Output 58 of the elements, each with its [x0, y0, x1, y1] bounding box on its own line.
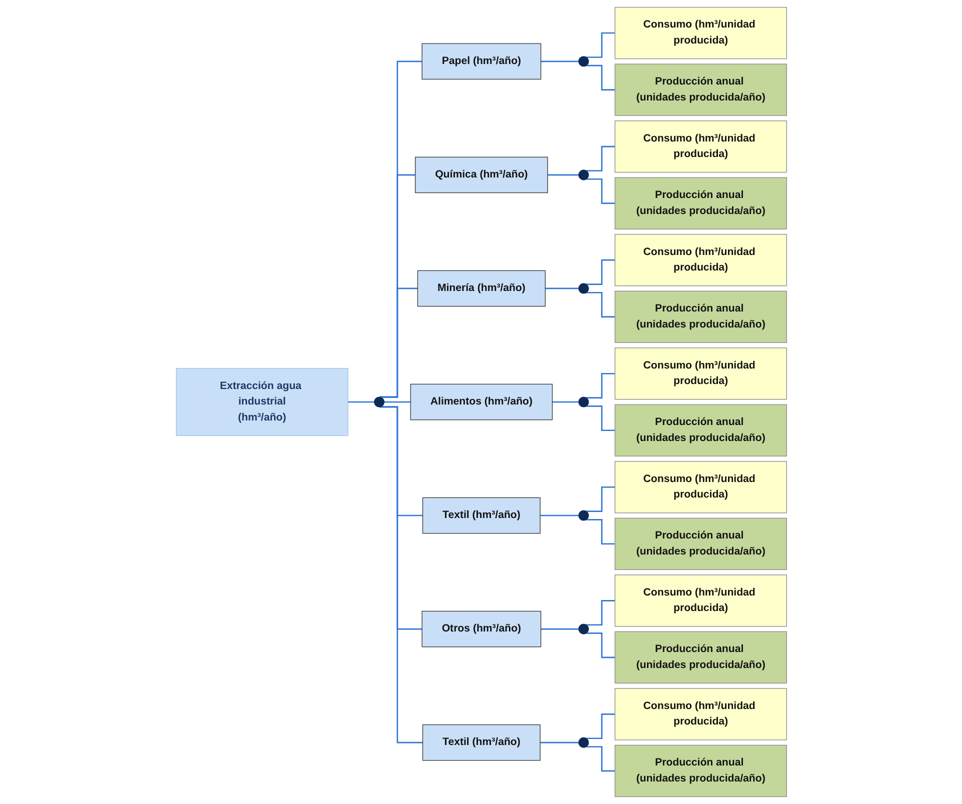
connector	[586, 406, 616, 432]
node-box: Otros (hm³/año)	[421, 610, 541, 648]
connector	[586, 746, 616, 772]
node-circle	[578, 624, 588, 634]
node-circle	[578, 510, 588, 521]
node-box: Producción anual (unidades producida/año)	[614, 177, 786, 230]
connector	[379, 174, 416, 398]
node-box: Producción anual (unidades producida/año)	[614, 518, 786, 570]
node-box: Producción anual (unidades producida/año)	[614, 64, 786, 116]
connector	[586, 600, 616, 626]
node-circle	[578, 737, 588, 748]
connector	[586, 292, 616, 318]
connector	[380, 288, 418, 398]
connector	[586, 714, 616, 740]
node-box: Producción anual (unidades producida/año)	[614, 290, 786, 343]
node-circle	[578, 170, 588, 180]
connector	[586, 486, 616, 512]
node-circle	[374, 396, 384, 408]
connector	[380, 406, 423, 516]
connector	[586, 259, 616, 285]
node-box: Minería (hm³/año)	[416, 270, 546, 307]
node-box: Textil (hm³/año)	[422, 497, 540, 534]
node-circle	[578, 396, 588, 408]
node-box: Alimentos (hm³/año)	[410, 384, 552, 420]
connector	[586, 178, 616, 204]
connector	[384, 401, 411, 403]
node-circle	[578, 56, 588, 67]
connector	[540, 628, 579, 630]
connector	[540, 60, 579, 62]
connector	[586, 519, 616, 545]
node-box: Consumo (hm³/unidad producida)	[614, 461, 786, 514]
connector	[379, 406, 423, 744]
node-box: Papel (hm³/año)	[421, 43, 541, 80]
connector	[540, 742, 579, 744]
node-box: Textil (hm³/año)	[422, 724, 540, 761]
node-box: Consumo (hm³/unidad producida)	[614, 120, 786, 173]
connector	[540, 514, 579, 516]
connector	[347, 401, 374, 403]
connector	[586, 32, 616, 58]
node-box: Consumo (hm³/unidad producida)	[614, 234, 786, 286]
node-box: Química (hm³/año)	[414, 156, 548, 194]
node-box: Consumo (hm³/unidad producida)	[614, 688, 786, 740]
connector	[547, 174, 579, 176]
node-box: Producción anual (unidades producida/año)	[614, 631, 786, 684]
connector	[552, 401, 579, 403]
connector	[586, 632, 616, 658]
node-box: Extracción agua industrial (hm³/año)	[176, 368, 348, 436]
connector	[586, 146, 616, 172]
connector	[586, 64, 616, 90]
node-box: Consumo (hm³/unidad producida)	[614, 6, 786, 60]
node-box: Consumo (hm³/unidad producida)	[614, 348, 786, 400]
node-circle	[578, 283, 588, 294]
node-box: Producción anual (unidades producida/año)	[614, 744, 786, 798]
node-box: Consumo (hm³/unidad producida)	[614, 574, 786, 627]
connector	[379, 60, 422, 398]
connector	[544, 288, 579, 290]
connector	[586, 372, 616, 398]
node-box: Producción anual (unidades producida/año)	[614, 404, 786, 456]
